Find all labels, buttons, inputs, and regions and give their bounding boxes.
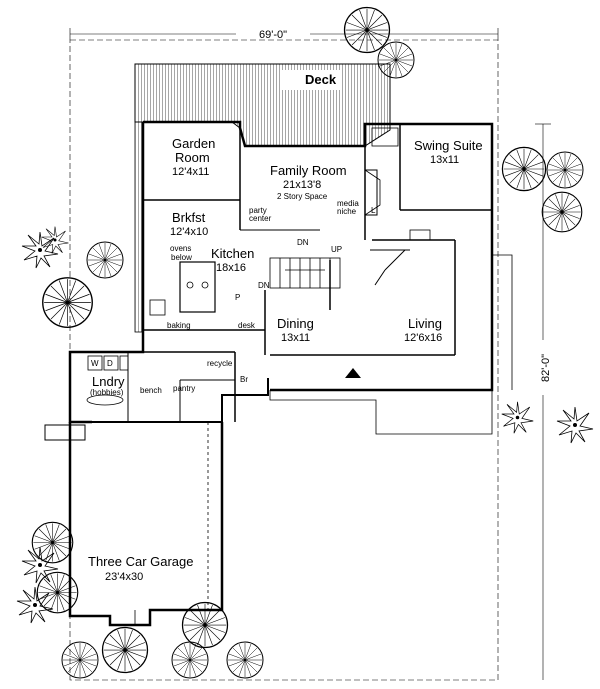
width-dimension: 69'-0" xyxy=(69,28,499,41)
laundry-sub-label: (hobbies) xyxy=(90,388,124,397)
garage-details xyxy=(44,422,209,625)
media-note: media xyxy=(337,199,359,208)
depth-dim-label: 82'-0" xyxy=(540,354,552,382)
tree-icon xyxy=(541,191,583,233)
center-note: center xyxy=(249,214,272,223)
niche-note: niche xyxy=(337,207,357,216)
stair-up-note: UP xyxy=(331,245,342,254)
swing-suite-bath xyxy=(371,127,431,241)
porch xyxy=(221,254,513,435)
kitchen-label: Kitchen xyxy=(211,246,254,261)
tree-icon xyxy=(86,241,124,279)
laundry-label: Lndry xyxy=(92,374,125,389)
tree-icon xyxy=(546,151,584,189)
baking-note: baking xyxy=(167,321,191,330)
stair-dn-note-2: DN xyxy=(258,281,270,290)
garden-room-label-1: Garden xyxy=(172,136,215,151)
plan-notes: party center media niche ovens below bak… xyxy=(91,199,376,395)
kitchen-island xyxy=(149,261,216,316)
swing-suite-dim: 13x11 xyxy=(430,154,459,166)
brkfst-dim: 12'4x10 xyxy=(170,226,208,238)
stair-dn-note-1: DN xyxy=(297,238,309,247)
family-room-label: Family Room xyxy=(270,163,347,178)
tree-icon xyxy=(171,641,209,679)
br-note: Br xyxy=(240,375,248,384)
tree-icon xyxy=(501,146,547,192)
party-note: party xyxy=(249,206,267,215)
l-note: L xyxy=(371,206,376,215)
property-line xyxy=(69,39,499,681)
deck-label: Deck xyxy=(305,72,337,87)
tree-icon xyxy=(181,601,229,649)
brkfst-label: Brkfst xyxy=(172,210,206,225)
shrub-icon xyxy=(21,231,59,269)
p-note: P xyxy=(235,293,240,302)
interior-walls xyxy=(127,124,492,422)
staircase xyxy=(269,257,341,289)
entry-marker xyxy=(345,368,361,378)
shrub-icon xyxy=(41,226,69,254)
ovens-note: ovens xyxy=(170,244,191,253)
bench-note: bench xyxy=(140,386,162,395)
family-room-dim: 21x13'8 xyxy=(283,179,321,191)
dining-dim: 13x11 xyxy=(281,332,310,344)
d-note: D xyxy=(107,359,113,368)
shrub-icon xyxy=(556,406,594,444)
garden-room-dim: 12'4x11 xyxy=(172,166,209,178)
room-labels: Garden Room 12'4x11 Family Room 21x13'8 … xyxy=(88,136,483,583)
tree-icon xyxy=(42,277,93,328)
laundry-appliances xyxy=(86,355,129,406)
w-note: W xyxy=(91,359,99,368)
tree-icon xyxy=(377,41,415,79)
tree-icon xyxy=(101,626,149,674)
width-dim-label: 69'-0" xyxy=(259,29,287,41)
shrub-icon xyxy=(501,401,534,434)
family-room-note: 2 Story Space xyxy=(277,192,328,201)
living-label: Living xyxy=(408,316,442,331)
tree-icon xyxy=(61,641,99,679)
pantry-note: pantry xyxy=(173,384,195,393)
tree-icon xyxy=(226,641,264,679)
depth-dimension: 82'-0" xyxy=(535,123,552,680)
below-note: below xyxy=(171,253,192,262)
garden-room-label-2: Room xyxy=(175,150,210,165)
swing-suite-label: Swing Suite xyxy=(414,138,483,153)
desk-note: desk xyxy=(238,321,256,330)
tree-icon xyxy=(31,521,74,564)
recycle-note: recycle xyxy=(207,359,233,368)
living-dim: 12'6x16 xyxy=(404,332,442,344)
fireplace xyxy=(364,169,381,216)
deck-roof: Deck xyxy=(134,63,391,333)
dining-label: Dining xyxy=(277,316,314,331)
garage-label: Three Car Garage xyxy=(88,554,194,569)
kitchen-dim: 18x16 xyxy=(216,262,246,274)
tree-icon xyxy=(343,6,391,54)
garage-dim: 23'4x30 xyxy=(105,571,143,583)
